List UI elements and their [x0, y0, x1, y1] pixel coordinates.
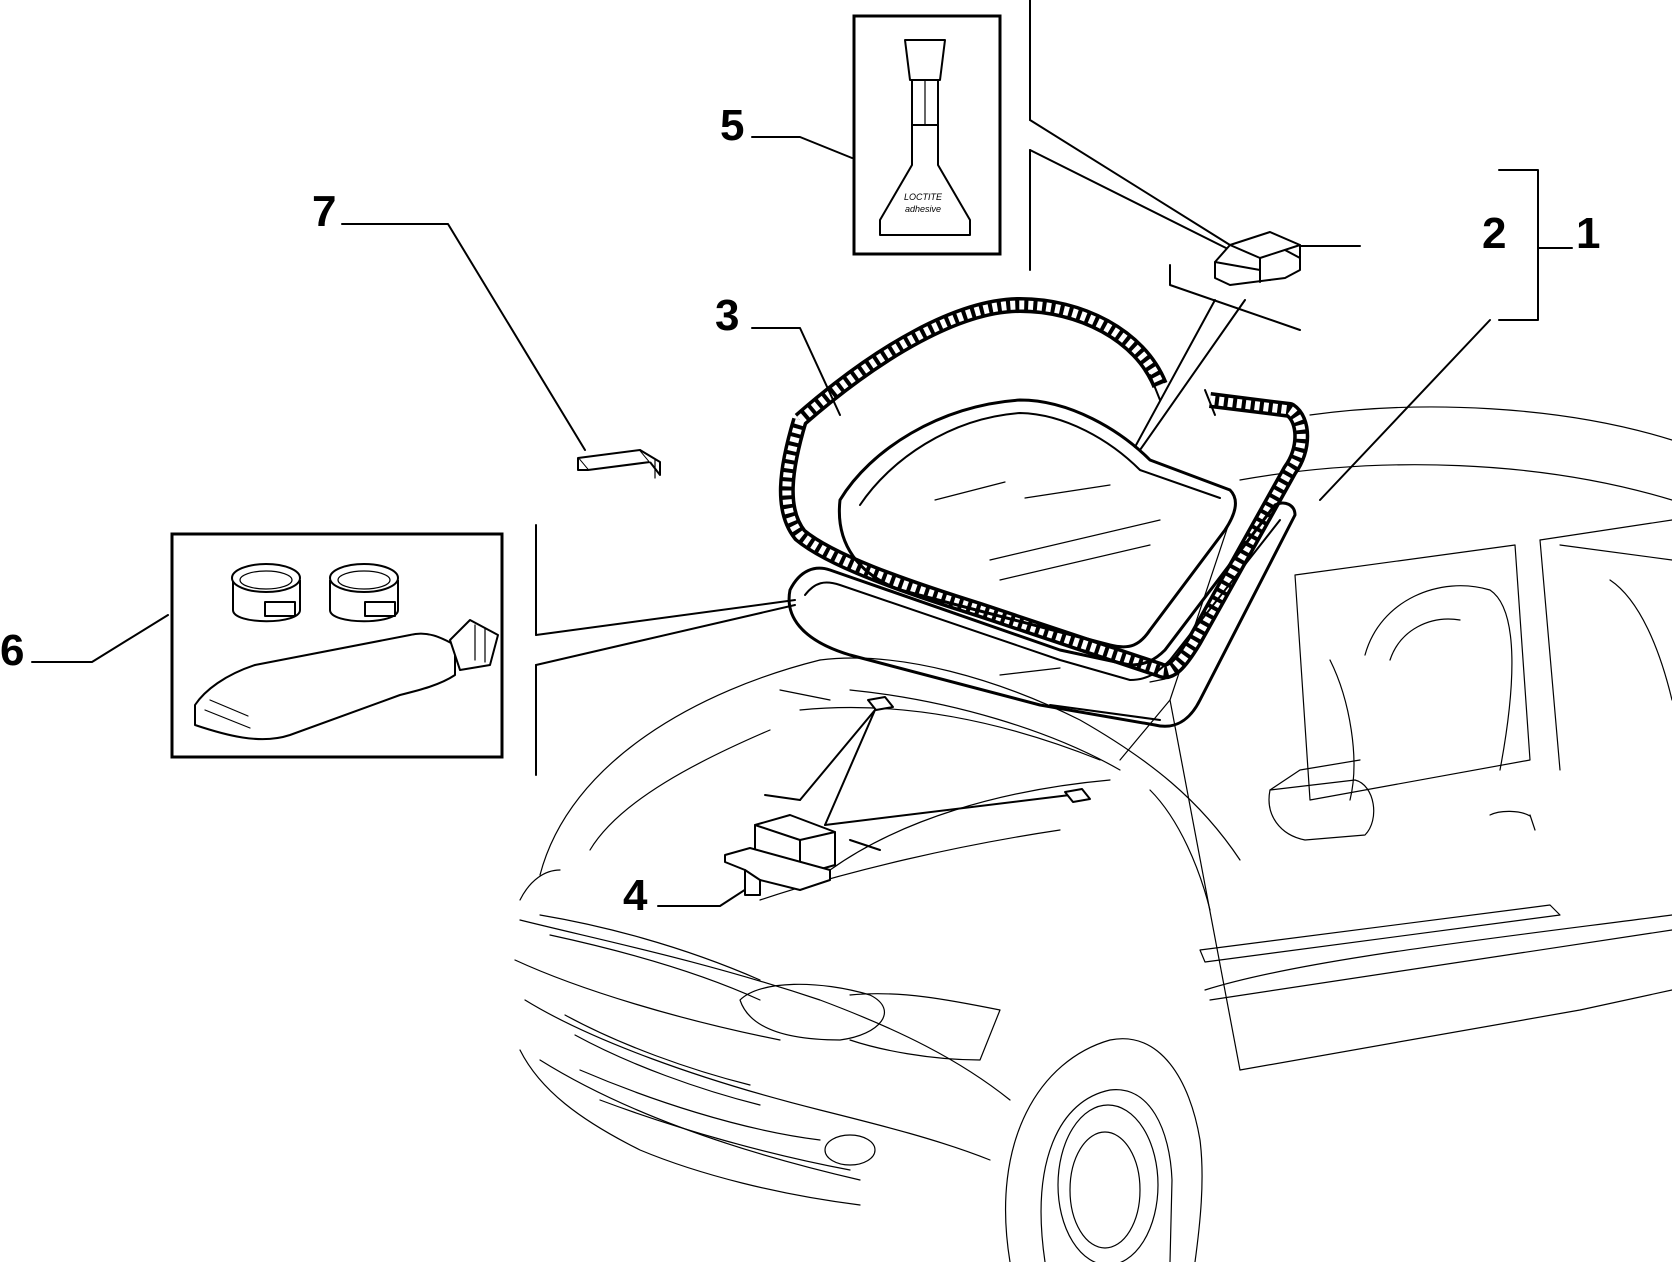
callout-lines	[31, 0, 1361, 907]
clip-part-2	[1214, 231, 1301, 286]
clip-part-4	[724, 814, 836, 896]
callout-6: 6	[0, 626, 24, 675]
callout-bracket-part-1	[1319, 169, 1573, 501]
windshield-seal	[778, 297, 1310, 680]
callout-7: 7	[312, 187, 336, 236]
callout-5: 5	[720, 101, 744, 150]
callout-2: 2	[1482, 209, 1506, 258]
callout-labels: 1 2 3 4 5 6 7	[0, 101, 1600, 920]
primer-jar-2	[329, 563, 399, 623]
callout-1: 1	[1576, 209, 1600, 258]
car-body-outline	[514, 406, 1672, 1262]
callout-3: 3	[715, 291, 739, 340]
adhesive-bottle-box: LOCTITE adhesive	[852, 14, 1002, 256]
windshield-glass	[837, 398, 1237, 649]
applicator-bottle	[194, 619, 499, 741]
adhesive-label-type: adhesive	[905, 204, 941, 214]
primer-jar-1	[231, 563, 301, 623]
callout-4: 4	[623, 871, 648, 920]
windshield-lower-moulding	[787, 501, 1297, 728]
primer-kit-box	[170, 532, 504, 759]
spacer-part-7	[577, 449, 661, 479]
clip-locations	[867, 696, 1091, 803]
adhesive-label-brand: LOCTITE	[904, 192, 943, 202]
